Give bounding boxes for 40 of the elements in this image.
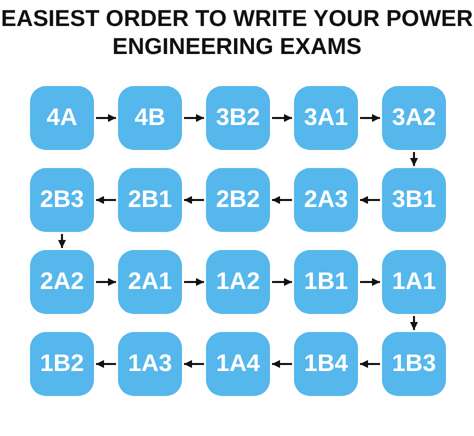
arrow xyxy=(96,196,116,204)
process-box: 1B1 xyxy=(294,250,358,314)
title: EASIEST ORDER TO WRITE YOUR POWER ENGINEERING EXAMS xyxy=(0,4,474,60)
arrow xyxy=(272,196,292,204)
process-box: 1A3 xyxy=(118,332,182,396)
process-box: 1A1 xyxy=(382,250,446,314)
arrow xyxy=(360,278,380,286)
arrow xyxy=(410,316,418,330)
process-box: 1B4 xyxy=(294,332,358,396)
arrow xyxy=(184,360,204,368)
process-box: 1B2 xyxy=(30,332,94,396)
arrow xyxy=(360,114,380,122)
arrow xyxy=(272,278,292,286)
process-box: 3B2 xyxy=(206,86,270,150)
arrow xyxy=(96,114,116,122)
process-box: 1A4 xyxy=(206,332,270,396)
arrow xyxy=(58,234,66,248)
process-box: 2B3 xyxy=(30,168,94,232)
process-box: 2B2 xyxy=(206,168,270,232)
process-box: 2B1 xyxy=(118,168,182,232)
process-box: 4A xyxy=(30,86,94,150)
arrow xyxy=(184,278,204,286)
arrow xyxy=(96,278,116,286)
arrow xyxy=(360,196,380,204)
process-box: 3A2 xyxy=(382,86,446,150)
arrow xyxy=(184,196,204,204)
process-box: 2A2 xyxy=(30,250,94,314)
arrow xyxy=(184,114,204,122)
arrow xyxy=(272,360,292,368)
arrow xyxy=(410,152,418,166)
process-box: 3B1 xyxy=(382,168,446,232)
process-box: 1A2 xyxy=(206,250,270,314)
arrow xyxy=(272,114,292,122)
process-box: 2A1 xyxy=(118,250,182,314)
process-box: 2A3 xyxy=(294,168,358,232)
process-box: 4B xyxy=(118,86,182,150)
arrow xyxy=(96,360,116,368)
arrow xyxy=(360,360,380,368)
process-box: 1B3 xyxy=(382,332,446,396)
process-box: 3A1 xyxy=(294,86,358,150)
